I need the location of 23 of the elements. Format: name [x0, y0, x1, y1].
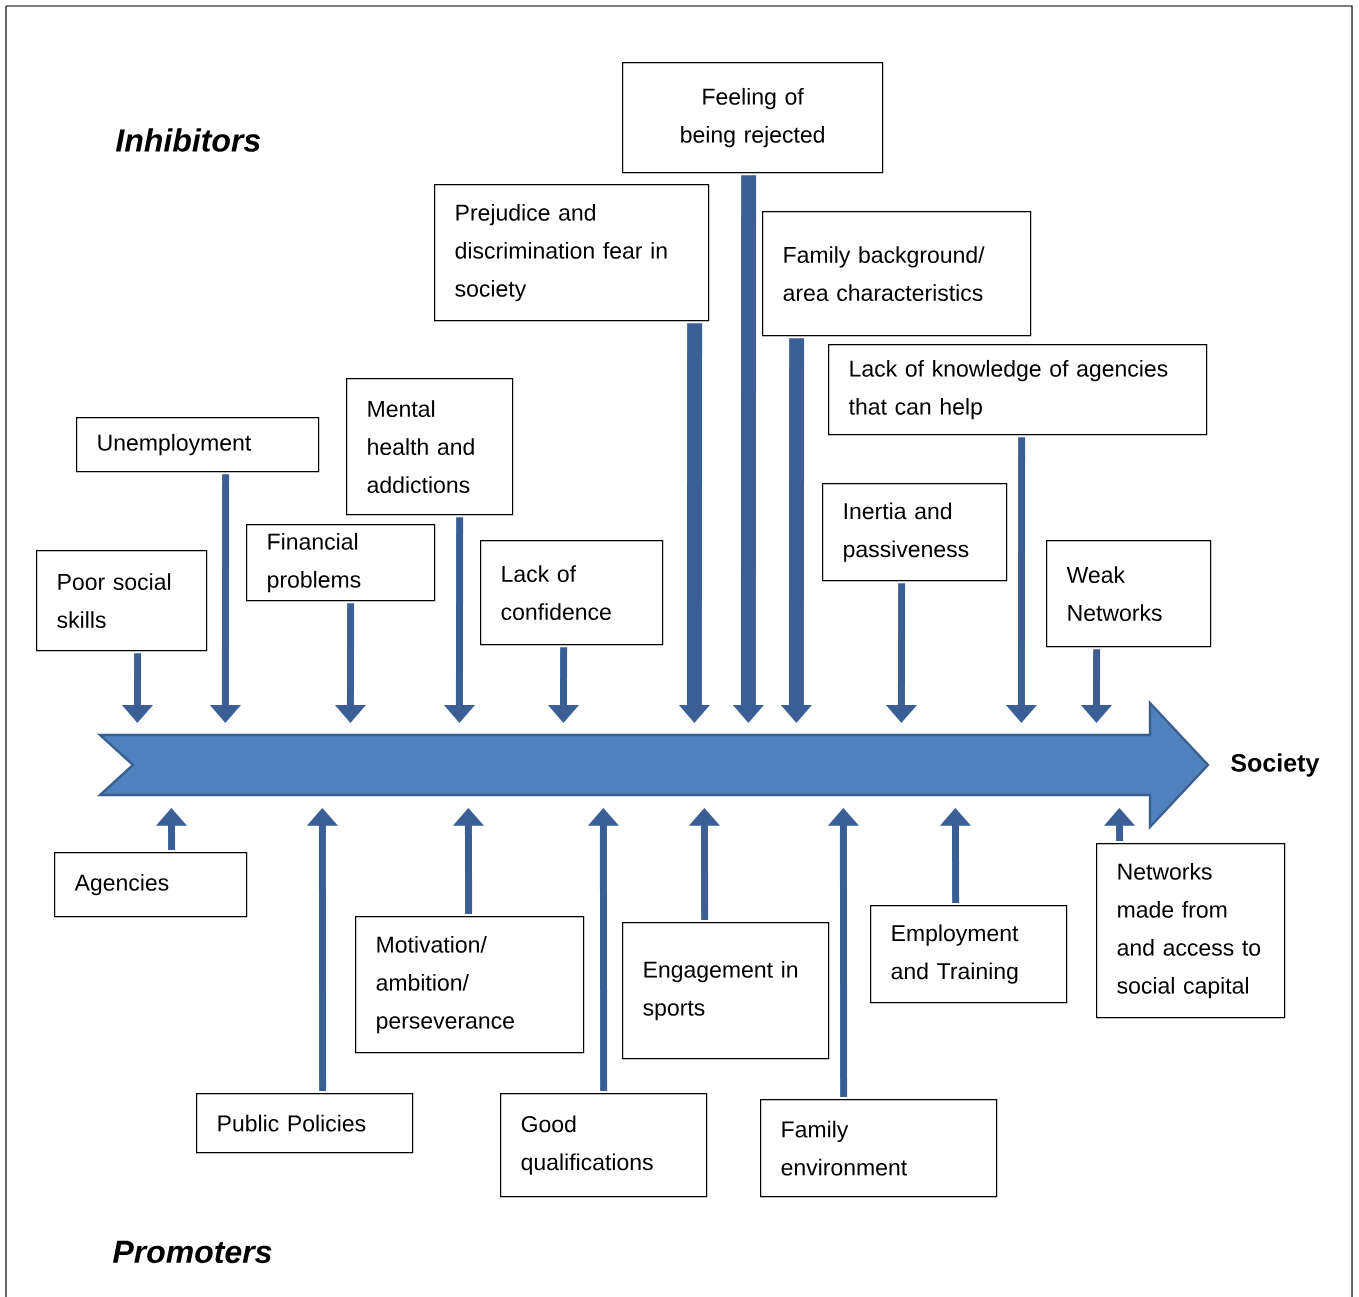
- text-box: Employment and Training: [870, 905, 1068, 1004]
- text-box: Unemployment: [76, 417, 320, 473]
- text-box: Lack of confidence: [480, 540, 664, 646]
- end-label: Society: [1231, 753, 1320, 777]
- text-box: Lack of knowledge of agencies that can help: [828, 344, 1208, 436]
- text-box: Family environment: [760, 1099, 998, 1198]
- text-box: Poor social skills: [36, 550, 208, 652]
- text-box: Financial problems: [246, 524, 436, 602]
- text-box: Agencies: [54, 852, 248, 918]
- text-box: Networks made from and access to social capital: [1096, 843, 1286, 1019]
- text-box: Motivation/ ambition/ perseverance: [355, 916, 585, 1054]
- text-box: Prejudice and discrimination fear in society: [434, 184, 710, 322]
- text-box: Weak Networks: [1046, 540, 1212, 648]
- text-box: Family background/ area characteristics: [762, 211, 1032, 337]
- text-box: Engagement in sports: [622, 922, 830, 1060]
- timeline-arrow: [96, 699, 1210, 831]
- section-heading: Inhibitors: [115, 128, 261, 152]
- section-heading: Promoters: [112, 1240, 272, 1264]
- text-box: Feeling of being rejected: [622, 62, 884, 174]
- text-box: Mental health and addictions: [346, 378, 514, 516]
- text-box: Good qualifications: [500, 1093, 708, 1198]
- text-box: Public Policies: [196, 1093, 414, 1154]
- text-box: Inertia and passiveness: [822, 483, 1008, 582]
